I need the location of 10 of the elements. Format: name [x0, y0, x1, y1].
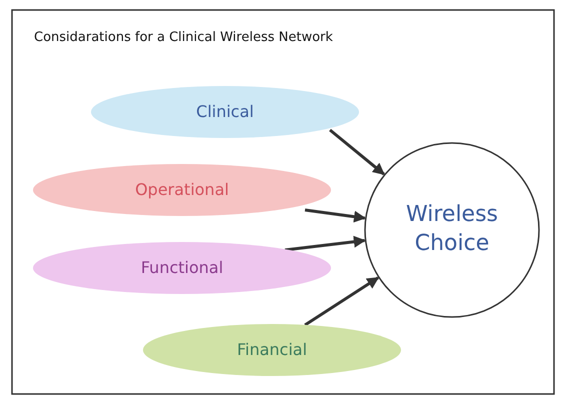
arrow [304, 208, 366, 223]
arrow [329, 128, 385, 176]
node-label: Wireless Choice [404, 201, 500, 258]
diagram-title: Considarations for a Clinical Wireless Network [34, 30, 333, 45]
arrow [284, 236, 366, 252]
node-label: Clinical [196, 102, 254, 122]
arrow [304, 276, 380, 326]
node-label: Financial [236, 340, 308, 360]
node-label: Operational [135, 180, 229, 200]
node-label: Functional [140, 258, 224, 278]
